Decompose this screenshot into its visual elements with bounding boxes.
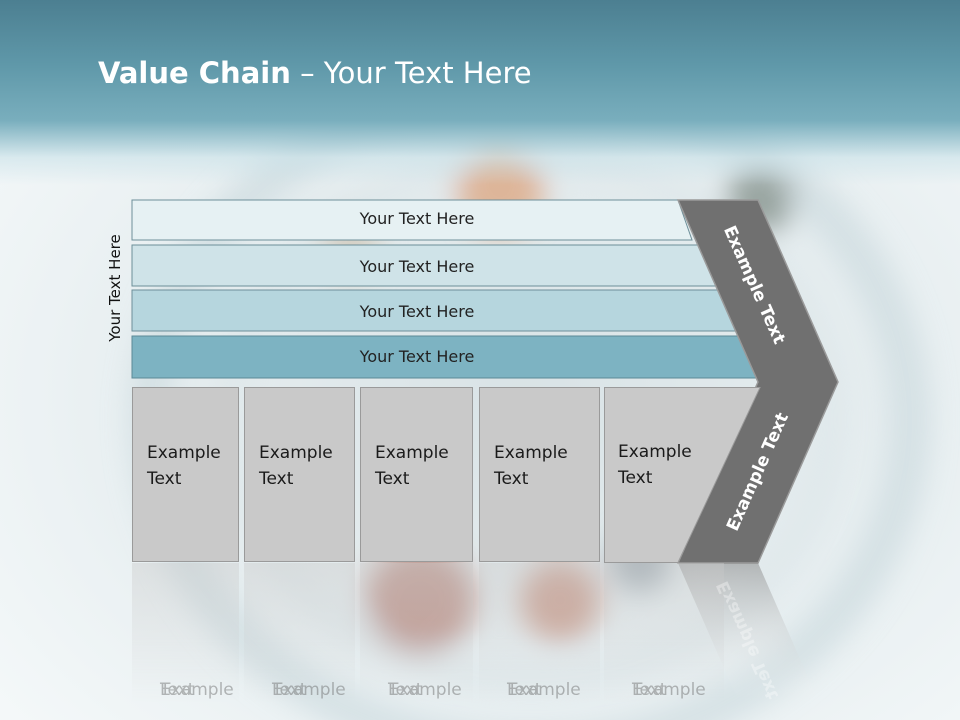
band-2: Your Text Here xyxy=(132,245,702,286)
slide-title: Value Chain – Your Text Here xyxy=(98,56,532,90)
band-1-label: Your Text Here xyxy=(359,209,475,228)
band-3-label: Your Text Here xyxy=(359,302,475,321)
band-3: Your Text Here xyxy=(132,290,702,331)
band-4: Your Text Here xyxy=(132,336,702,378)
title-rest: – Your Text Here xyxy=(290,56,532,90)
band-1-shape xyxy=(131,199,693,241)
band-1: Your Text Here xyxy=(132,200,702,240)
title-bold: Value Chain xyxy=(98,56,291,90)
band-2-label: Your Text Here xyxy=(359,257,475,276)
example-box-5-shape xyxy=(604,387,761,563)
chevron-reflection xyxy=(678,563,818,700)
title-banner xyxy=(0,0,960,185)
band-4-label: Your Text Here xyxy=(359,347,475,366)
